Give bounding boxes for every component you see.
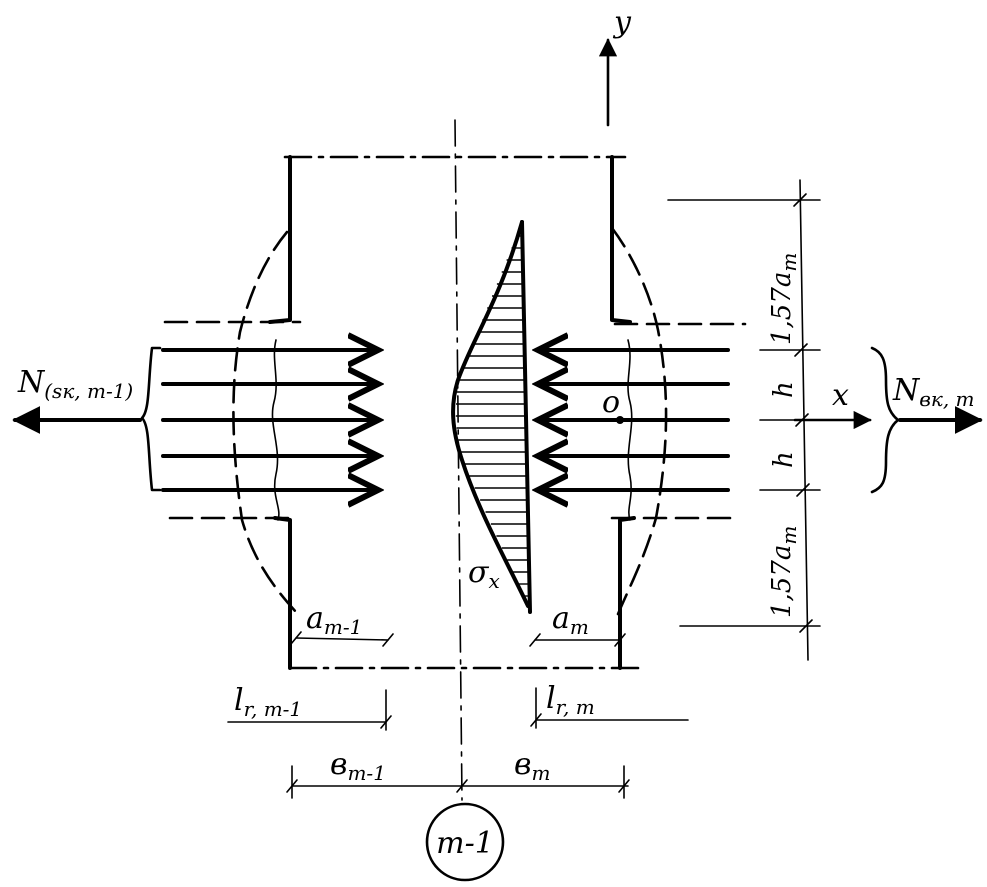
x-axis-label: x <box>832 378 849 413</box>
y-axis-label: y <box>612 5 632 40</box>
l-left-label: lr, m-1 <box>234 683 302 721</box>
column-marker-label: m-1 <box>436 826 494 861</box>
l-right-label: lr, m <box>546 681 595 719</box>
vertical-dimension <box>667 179 821 661</box>
a-right-label: am <box>552 601 589 639</box>
a-left-dim-line <box>295 637 389 641</box>
dim-h-top: h <box>769 381 799 398</box>
column-marker-circle <box>425 802 505 882</box>
point-o-label: o <box>602 385 620 420</box>
left-tendon-lines <box>161 350 378 490</box>
center-axis <box>454 119 463 801</box>
stress-diagram <box>451 220 532 614</box>
right-bracket <box>870 346 900 494</box>
a-left-tick-2 <box>382 633 394 647</box>
right-force-label: Nвк, m <box>892 373 975 411</box>
a-left-tick-1 <box>290 631 302 645</box>
right-member <box>610 155 747 670</box>
a-right-tick-2 <box>614 633 626 647</box>
dim-157a-bottom: 1,57am <box>767 526 801 618</box>
point-o-marker <box>616 416 624 424</box>
dim-157a-top: 1,57am <box>767 253 801 345</box>
right-tendon-lines <box>538 350 730 490</box>
a-left-label: am-1 <box>306 601 362 639</box>
dim-h-bottom: h <box>769 451 799 468</box>
stress-label: σx <box>468 555 500 593</box>
left-member <box>163 155 302 670</box>
b-tick-center <box>456 779 468 793</box>
b-left-label: вm-1 <box>330 747 386 785</box>
a-right-tick-1 <box>529 633 541 647</box>
stress-hatching <box>455 235 530 597</box>
b-right-label: вm <box>514 747 550 785</box>
left-bracket <box>140 346 162 492</box>
left-force-label: N(sк, m-1) <box>17 365 133 403</box>
